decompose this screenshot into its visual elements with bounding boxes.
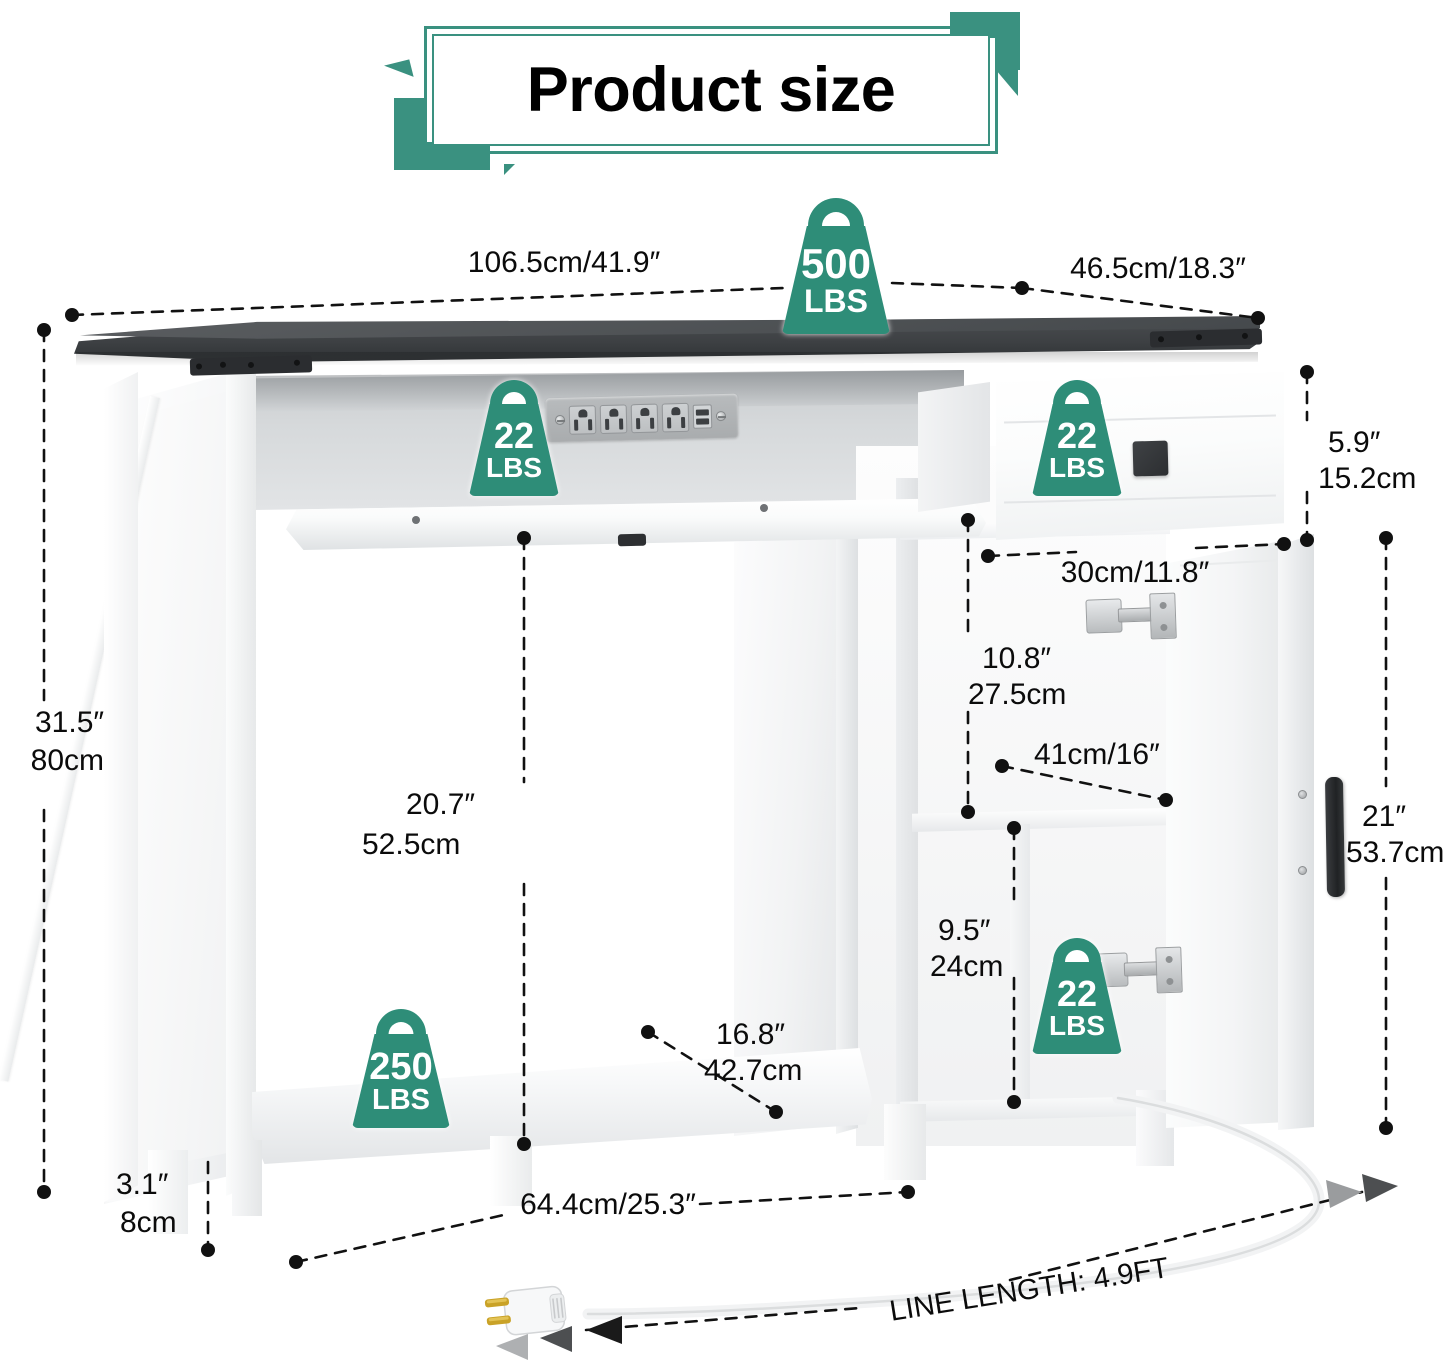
tray-screw-left <box>412 516 420 524</box>
usb-slot-1 <box>695 408 709 416</box>
left-side-panel-inset <box>124 388 240 1174</box>
door-screw-top <box>1298 790 1307 799</box>
badge-value: 250 <box>369 1045 433 1088</box>
badge-value: 22 <box>1056 415 1098 456</box>
hinge-cup <box>1085 598 1123 634</box>
dimension-cabinet-lower-cm: 24cm <box>930 950 1004 983</box>
banner-triangle-bottom-decoration <box>504 164 515 175</box>
power-socket-4[interactable] <box>661 402 690 433</box>
cabinet-door-handle[interactable] <box>1324 776 1346 898</box>
badge-drawer-capacity: 22 LBS <box>1032 380 1122 496</box>
dimension-total-height-cm: 80cm <box>30 744 104 777</box>
dimension-shelf-depth-inches: 16.8″ <box>716 1018 786 1051</box>
usb-slot-2 <box>696 417 710 425</box>
dimension-cabinet-upper-inches: 10.8″ <box>982 642 1052 675</box>
left-front-post <box>104 372 138 1202</box>
power-outlet-strip[interactable] <box>545 393 739 443</box>
door-screw-bottom <box>1298 866 1307 875</box>
badge-value: 22 <box>493 415 535 456</box>
badge-value: 22 <box>1056 973 1098 1014</box>
dimension-shelf-depth-cm: 42.7cm <box>704 1054 803 1087</box>
dimension-cabinet-lower-inches: 9.5″ <box>938 914 991 947</box>
dimension-door-height-inches: 21″ <box>1362 800 1406 833</box>
hinge-plate <box>1155 946 1183 994</box>
dimension-foot-height-cm: 8cm <box>120 1206 177 1239</box>
badge-unit: LBS <box>372 1083 430 1116</box>
drawer-box <box>918 382 990 512</box>
dimension-top-depth: 46.5cm/18.3″ <box>1070 252 1246 285</box>
dimension-foot-height-inches: 3.1″ <box>116 1168 169 1201</box>
dimension-open-shelf-inches: 20.7″ <box>406 788 476 821</box>
dimension-drawer-height-cm: 15.2cm <box>1318 462 1417 495</box>
cabinet-door[interactable] <box>1166 540 1286 1128</box>
cabinet-vertical-divider <box>1010 824 1030 1114</box>
dimension-drawer-height-inches: 5.9″ <box>1328 426 1381 459</box>
tabletop-shadow <box>76 352 1258 366</box>
power-plug <box>484 1285 567 1336</box>
left-back-post <box>226 358 256 1196</box>
dimension-drawer-width: 30cm/11.8″ <box>1060 556 1210 589</box>
dimension-cabinet-shelf-depth: 41cm/16″ <box>1034 738 1160 771</box>
dimension-bottom-shelf-width: 64.4cm/25.3″ <box>520 1188 696 1221</box>
decorative-bracket-right <box>1149 328 1263 348</box>
banner-triangle-right-decoration <box>996 70 1018 96</box>
cabinet-door-edge <box>1278 534 1314 1130</box>
tray-screw-right <box>760 504 768 512</box>
dimension-cabinet-upper-cm: 27.5cm <box>968 678 1067 711</box>
dimension-top-width: 106.5cm/41.9″ <box>467 246 661 279</box>
badge-unit: LBS <box>1049 452 1105 483</box>
right-foot <box>884 1104 926 1180</box>
drawer-knob[interactable] <box>1132 440 1169 477</box>
badge-open-shelf-capacity: 22 LBS <box>469 380 559 496</box>
page-title: Product size <box>526 54 896 125</box>
dimension-open-shelf-cm: 52.5cm <box>362 828 461 861</box>
power-socket-1[interactable] <box>568 404 597 435</box>
dimension-door-height-cm: 53.7cm <box>1346 836 1445 869</box>
badge-unit: LBS <box>486 452 542 483</box>
badge-bottom-shelf-capacity: 250 LBS <box>352 1009 450 1128</box>
power-socket-3[interactable] <box>630 403 659 433</box>
usb-ports[interactable] <box>692 404 713 429</box>
left-rear-foot <box>232 1140 262 1216</box>
banner-frame: Product size <box>424 26 998 154</box>
outlet-screw-right <box>715 410 727 422</box>
badge-top-capacity: 500 LBS <box>782 198 890 334</box>
badge-cabinet-capacity: 22 LBS <box>1032 938 1122 1054</box>
power-socket-2[interactable] <box>599 403 628 434</box>
dimension-total-height-inches: 31.5″ <box>34 706 104 739</box>
center-divider-edge <box>836 520 858 1134</box>
dimension-line-length: LINE LENGTH: 4.9FT <box>887 1252 1171 1328</box>
banner: Product size <box>384 12 1022 184</box>
cabinet-hinge-top <box>1085 592 1182 640</box>
badge-value: 500 <box>800 240 872 287</box>
tray-knob[interactable] <box>617 533 647 547</box>
banner-frame-inner: Product size <box>432 34 990 146</box>
cabinet-left-side <box>896 478 918 1130</box>
left-foot <box>148 1150 188 1234</box>
hinge-plate <box>1149 592 1177 640</box>
decorative-bracket-left <box>189 355 313 376</box>
badge-unit: LBS <box>804 283 868 319</box>
badge-unit: LBS <box>1049 1010 1105 1041</box>
